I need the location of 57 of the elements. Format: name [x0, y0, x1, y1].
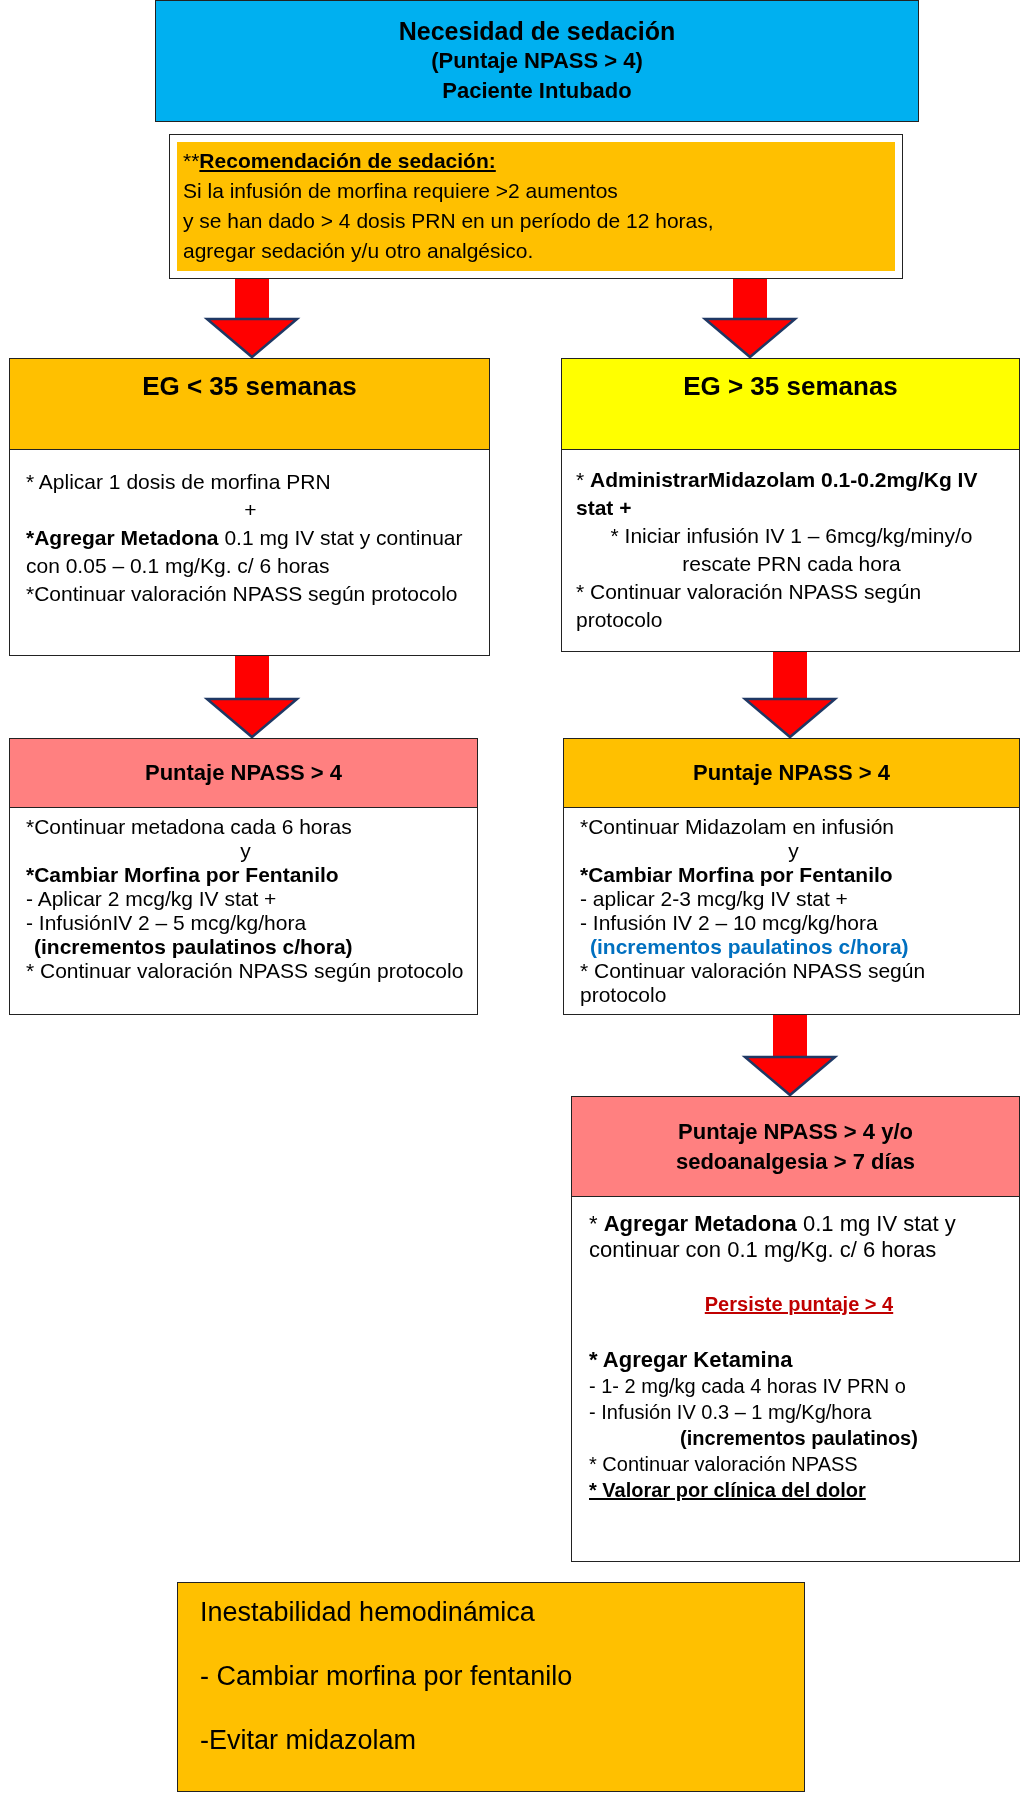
instruction-text: * Iniciar infusión IV 1 – 6mcg/kg/miny/o rescate PRN cada hora	[609, 523, 974, 577]
instruction-text: * Continuar valoración NPASS según protocolo	[576, 579, 923, 633]
instruction-text: *Agregar Metadona 0.1 mg IV stat y continuar con 0.05 – 0.1 mg/Kg. c/ 6 horas	[26, 525, 464, 579]
note-text: -Evitar midazolam	[200, 1725, 418, 1756]
instruction-text: * Valorar por clínica del dolor	[589, 1478, 867, 1503]
note-text: Si la infusión de morfina requiere >2 aumentos	[183, 178, 619, 204]
instruction-text: (incrementos paulatinos)	[679, 1426, 919, 1451]
arrow	[703, 279, 797, 359]
process-card	[561, 358, 1020, 652]
asterisk-mark: **	[183, 149, 200, 172]
note-heading: Recomendación de sedación:	[199, 149, 496, 172]
heading: Puntaje NPASS > 4	[691, 759, 891, 787]
heading: Puntaje NPASS > 4 y/o sedoanalgesia > 7 días	[674, 1117, 917, 1176]
instruction-text: - InfusiónIV 2 – 5 mcg/kg/hora	[26, 911, 308, 935]
note-box	[177, 1582, 805, 1792]
instruction-text: - 1- 2 mg/kg cada 4 horas IV PRN o	[589, 1374, 907, 1399]
title-text: Paciente Intubado	[442, 77, 632, 105]
note-text: - Cambiar morfina por fentanilo	[200, 1661, 574, 1692]
instruction-text: - Aplicar 2 mcg/kg IV stat +	[26, 887, 278, 911]
note-text: y se han dado > 4 dosis PRN en un período de 12 horas,	[183, 208, 715, 234]
heading: EG > 35 semanas	[682, 370, 899, 403]
instruction-text: y	[239, 839, 252, 863]
subheading: Persiste puntaje > 4	[703, 1292, 895, 1317]
arrow	[205, 656, 299, 739]
arrow	[743, 652, 837, 739]
title-text: (Puntaje NPASS > 4)	[431, 47, 643, 75]
instruction-text: - Infusión IV 0.3 – 1 mg/Kg/hora	[589, 1400, 873, 1425]
instruction-text: * Continuar valoración NPASS según protocolo	[26, 959, 465, 983]
instruction-text: *Continuar valoración NPASS según protocolo	[26, 581, 459, 607]
instruction-text: - aplicar 2-3 mcg/kg IV stat +	[580, 887, 849, 911]
process-card	[571, 1096, 1020, 1562]
instruction-text: (incrementos paulatinos c/hora)	[33, 935, 354, 959]
note-text: Inestabilidad hemodinámica	[200, 1597, 536, 1628]
instruction-text: *Continuar Midazolam en infusión	[580, 815, 895, 839]
instruction-text: *Cambiar Morfina por Fentanilo	[26, 863, 340, 887]
instruction-text: * Continuar valoración NPASS	[589, 1452, 859, 1477]
note-text: agregar sedación y/u otro analgésico.	[183, 238, 535, 264]
instruction-text: *Agregar Metadona 0.1 mg IV stat y continuar con 0.1 mg/Kg. c/ 6 horas	[589, 1211, 957, 1263]
arrow	[205, 279, 299, 359]
instruction-text: * Continuar valoración NPASS según protocolo	[580, 959, 927, 1007]
title-box	[155, 0, 919, 122]
heading: Puntaje NPASS > 4	[143, 759, 343, 787]
instruction-text: y	[787, 839, 800, 863]
instruction-text: (incrementos paulatinos c/hora)	[589, 935, 910, 959]
instruction-text: * Agregar Ketamina	[589, 1347, 794, 1373]
instruction-text: *AdministrarMidazolam 0.1-0.2mg/Kg IV stat +	[576, 467, 979, 521]
title-text: Necesidad de sedación	[398, 16, 676, 46]
process-card	[9, 358, 490, 656]
instruction-text: *Continuar metadona cada 6 horas	[26, 815, 353, 839]
instruction-text: * Aplicar 1 dosis de morfina PRN	[26, 469, 332, 495]
process-card	[563, 738, 1020, 1015]
heading: EG < 35 semanas	[141, 370, 358, 403]
instruction-text: *Cambiar Morfina por Fentanilo	[580, 863, 894, 887]
instruction-text: +	[243, 497, 258, 523]
arrow	[743, 1015, 837, 1097]
instruction-text: - Infusión IV 2 – 10 mcg/kg/hora	[580, 911, 879, 935]
process-card	[9, 738, 478, 1015]
